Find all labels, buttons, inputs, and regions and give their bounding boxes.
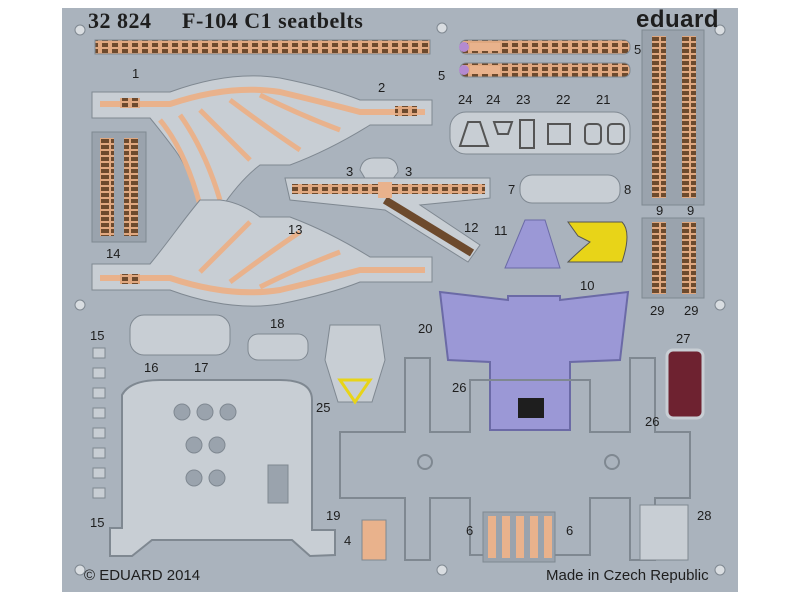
label-15b: 15	[90, 515, 104, 530]
part-20-cushion	[438, 290, 630, 431]
label-13: 13	[288, 222, 302, 237]
label-10: 10	[580, 278, 594, 293]
part-6-straps	[482, 511, 556, 563]
label-4: 4	[344, 533, 351, 548]
part-10-yellow-handle	[566, 221, 628, 263]
parts-16-17-buckles	[129, 314, 231, 356]
label-29a: 29	[650, 303, 664, 318]
part-29-belts	[641, 217, 705, 299]
label-18: 18	[270, 316, 284, 331]
label-9b: 9	[687, 203, 694, 218]
label-2: 2	[378, 80, 385, 95]
part-4-strap	[361, 519, 387, 561]
label-5a: 5	[634, 42, 641, 57]
label-15a: 15	[90, 328, 104, 343]
parts-7-8-buckles	[519, 174, 621, 204]
label-8: 8	[624, 182, 631, 197]
part-25-yellow-loop	[337, 378, 373, 405]
part-15-buckle-column	[92, 347, 106, 499]
part-9-belts	[641, 29, 705, 206]
label-14: 14	[106, 246, 120, 261]
part-27-maroon-panel	[665, 348, 705, 420]
part-26-frame	[339, 357, 691, 561]
part-13-harness	[91, 199, 433, 307]
mounting-holes	[74, 22, 726, 576]
part-1-strap	[94, 39, 431, 55]
fret-title: F-104 C1 seatbelts	[182, 8, 364, 33]
part-number-labels: 1 2 3 3 4 5 5 6 6 7 8 9 9 10 11 12 13 14…	[90, 42, 711, 548]
label-19: 19	[326, 508, 340, 523]
part-5-straps	[459, 39, 631, 78]
part-18-buckles	[247, 333, 309, 361]
label-3a: 3	[346, 164, 353, 179]
label-24a: 24	[458, 92, 472, 107]
label-6b: 6	[566, 523, 573, 538]
part-11-plate	[504, 219, 561, 269]
label-25: 25	[316, 400, 330, 415]
label-27: 27	[676, 331, 690, 346]
part-2-harness	[91, 75, 433, 211]
catalog-number: 32 824	[88, 8, 152, 33]
label-29b: 29	[684, 303, 698, 318]
copyright: © EDUARD 2014	[84, 567, 201, 584]
label-16: 16	[144, 360, 158, 375]
brand-logo: eduard	[636, 6, 720, 33]
part-3-clip	[359, 157, 399, 181]
label-22: 22	[556, 92, 570, 107]
label-24b: 24	[486, 92, 500, 107]
part-14-belts	[91, 131, 147, 243]
label-26b: 26	[645, 414, 659, 429]
origin: Made in Czech Republic	[546, 567, 709, 584]
part-12-y-strap	[284, 177, 491, 263]
label-21: 21	[596, 92, 610, 107]
label-3b: 3	[405, 164, 412, 179]
label-9a: 9	[656, 203, 663, 218]
label-17: 17	[194, 360, 208, 375]
label-26a: 26	[452, 380, 466, 395]
parts-21-24-buckles	[449, 111, 631, 155]
part-19-seat-pan	[109, 379, 336, 558]
label-12: 12	[464, 220, 478, 235]
label-7: 7	[508, 182, 515, 197]
part-28-block	[639, 504, 689, 561]
label-1: 1	[132, 66, 139, 81]
label-11: 11	[494, 223, 508, 238]
part-25-plate	[324, 324, 386, 403]
label-23: 23	[516, 92, 530, 107]
label-28: 28	[697, 508, 711, 523]
label-20: 20	[418, 321, 432, 336]
label-5b: 5	[438, 68, 445, 83]
label-6a: 6	[466, 523, 473, 538]
